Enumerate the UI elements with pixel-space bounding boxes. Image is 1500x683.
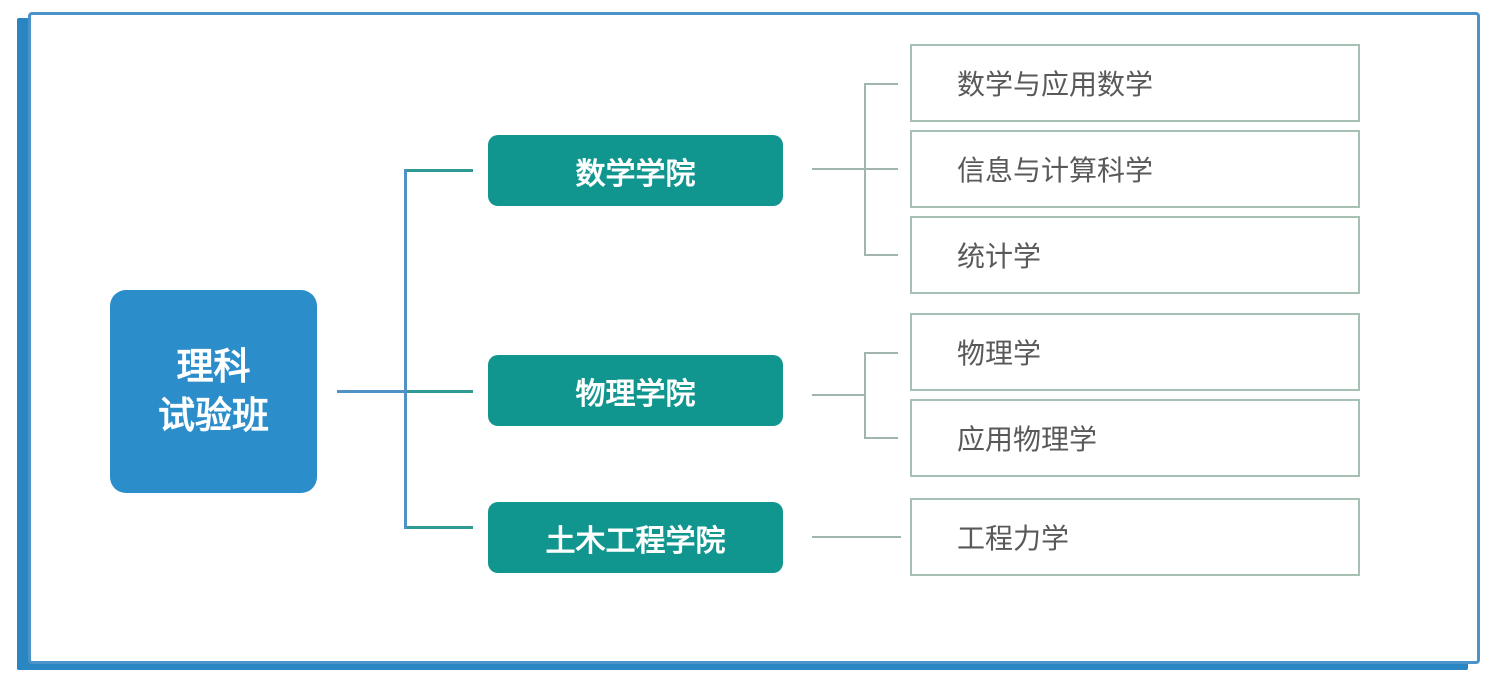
- branch-node-math-school: 数学学院: [488, 135, 783, 206]
- connector-root-stem: [337, 390, 406, 393]
- connector-math-trunk: [864, 83, 866, 256]
- frame-accent-left-bar: [17, 18, 29, 670]
- child-node-label: 信息与计算科学: [957, 155, 1154, 186]
- connector-physics-trunk: [864, 352, 866, 439]
- connector-branch-physics: [407, 390, 473, 393]
- connector-math-child-2: [866, 168, 898, 170]
- connector-branch-math: [407, 169, 473, 172]
- connector-physics-stem: [812, 394, 866, 396]
- child-node-information-computing-science: 信息与计算科学: [910, 130, 1360, 208]
- child-node-label: 统计学: [957, 241, 1042, 272]
- child-node-physics: 物理学: [910, 313, 1360, 391]
- child-node-label: 应用物理学: [957, 424, 1098, 455]
- root-node-label: 理科 试验班: [158, 345, 269, 436]
- branch-node-civil-engineering-school: 土木工程学院: [488, 502, 783, 573]
- branch-node-label: 数学学院: [575, 157, 696, 191]
- child-node-applied-physics: 应用物理学: [910, 399, 1360, 477]
- connector-physics-child-2: [866, 437, 898, 439]
- connector-branch-civil: [407, 526, 473, 529]
- connector-physics-child-1: [866, 352, 898, 354]
- connector-math-stem: [812, 168, 866, 170]
- child-node-label: 工程力学: [957, 523, 1070, 554]
- connector-civil-child-1: [812, 536, 901, 538]
- connector-math-child-1: [866, 83, 898, 85]
- child-node-label: 数学与应用数学: [957, 69, 1154, 100]
- child-node-statistics: 统计学: [910, 216, 1360, 294]
- child-node-applied-mathematics: 数学与应用数学: [910, 44, 1360, 122]
- connector-root-trunk: [404, 169, 407, 529]
- branch-node-physics-school: 物理学院: [488, 355, 783, 426]
- child-node-label: 物理学: [957, 338, 1042, 369]
- branch-node-label: 物理学院: [575, 377, 696, 411]
- branch-node-label: 土木工程学院: [545, 524, 726, 558]
- child-node-engineering-mechanics: 工程力学: [910, 498, 1360, 576]
- connector-math-child-3: [866, 254, 898, 256]
- root-node-science-class: 理科 试验班: [110, 290, 317, 493]
